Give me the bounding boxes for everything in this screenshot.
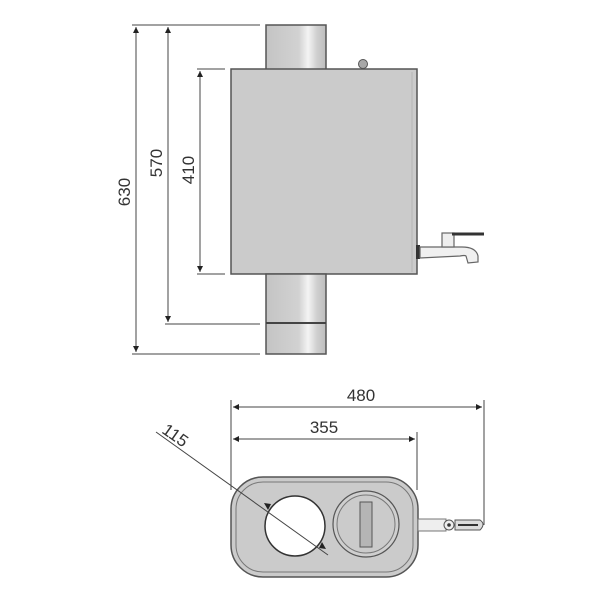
- dim-label-115: 115: [159, 420, 192, 451]
- dimension-410: 410: [179, 68, 225, 275]
- upper-pipe: [265, 24, 327, 71]
- lower-pipe: [265, 273, 327, 355]
- dim-label-480: 480: [347, 386, 375, 405]
- dim-label-630: 630: [115, 178, 134, 206]
- pipe-hole: [264, 495, 326, 557]
- dimension-630: 630: [115, 24, 260, 355]
- lid-knob: [358, 59, 368, 69]
- top-view: 480 355 115: [155, 386, 485, 578]
- tap-icon: [416, 232, 484, 264]
- dim-label-570: 570: [147, 149, 166, 177]
- dimension-480: 480: [233, 386, 482, 410]
- dimension-355: 355: [233, 418, 415, 442]
- dimension-570: 570: [147, 27, 260, 325]
- dim-label-410: 410: [179, 156, 198, 184]
- lid-icon: [332, 490, 400, 558]
- tap-top-icon: [417, 518, 484, 532]
- side-view: 630 570 410: [115, 24, 484, 355]
- dim-label-355: 355: [310, 418, 338, 437]
- tank-body: [230, 68, 418, 275]
